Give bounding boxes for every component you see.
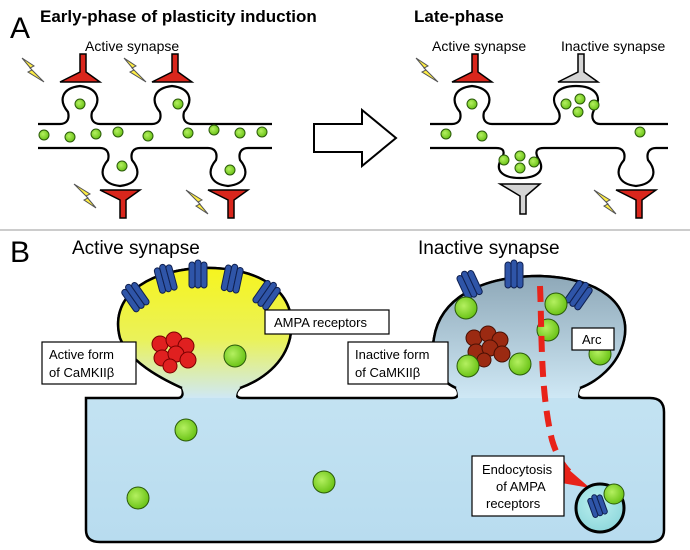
ampa-receptor-icon bbox=[121, 259, 281, 313]
late-phase-title: Late-phase bbox=[414, 7, 504, 26]
phase-transition-arrow bbox=[313, 107, 398, 169]
svg-text:of CaMKIIβ: of CaMKIIβ bbox=[49, 365, 114, 380]
svg-text:AMPA receptors: AMPA receptors bbox=[274, 315, 367, 330]
ampa-receptors-label: AMPA receptors bbox=[264, 309, 390, 335]
early-phase-title: Early-phase of plasticity induction bbox=[40, 7, 317, 26]
svg-text:of AMPA: of AMPA bbox=[496, 479, 546, 494]
arc-label: Arc bbox=[571, 327, 615, 351]
panel-a-letter: A bbox=[10, 12, 30, 45]
late-terminal-active-bottom bbox=[615, 189, 659, 219]
svg-text:receptors: receptors bbox=[486, 496, 541, 511]
late-terminal-inactive-bottom bbox=[497, 183, 543, 215]
early-dendrite bbox=[38, 84, 272, 188]
inactive-camkii-label: Inactive form of CaMKIIβ bbox=[347, 341, 449, 385]
early-green-dots bbox=[38, 98, 268, 176]
early-terminal-top-2 bbox=[151, 53, 195, 83]
camkii-inactive-icon bbox=[465, 325, 511, 368]
early-terminal-bottom-1 bbox=[99, 189, 143, 219]
active-camkii-label: Active form of CaMKIIβ bbox=[41, 341, 137, 385]
ampa-receptor-icon bbox=[587, 494, 608, 518]
camkii-active-icon bbox=[151, 331, 197, 374]
late-terminal-inactive-top bbox=[557, 53, 601, 83]
early-terminal-top-1 bbox=[59, 53, 103, 83]
svg-text:Endocytosis: Endocytosis bbox=[482, 462, 553, 477]
panel-b-letter: B bbox=[10, 236, 30, 269]
bolt-icon bbox=[21, 57, 617, 215]
inactive-synapse-title: Inactive synapse bbox=[418, 238, 560, 259]
endocytosis-label: Endocytosis of AMPA receptors bbox=[471, 455, 565, 517]
svg-text:Active form: Active form bbox=[49, 347, 114, 362]
late-green-dots bbox=[440, 93, 646, 174]
svg-text:Inactive form: Inactive form bbox=[355, 347, 429, 362]
ampa-receptor-icon bbox=[456, 259, 593, 311]
late-inactive-synapse-label: Inactive synapse bbox=[561, 38, 665, 54]
late-dendrite bbox=[430, 84, 668, 188]
active-synapse-title: Active synapse bbox=[72, 238, 200, 259]
svg-text:Arc: Arc bbox=[582, 332, 602, 347]
early-terminal-bottom-2 bbox=[207, 189, 251, 219]
early-active-synapse-label: Active synapse bbox=[85, 38, 179, 54]
late-terminal-active-top bbox=[451, 53, 495, 83]
svg-text:of CaMKIIβ: of CaMKIIβ bbox=[355, 365, 420, 380]
late-active-synapse-label: Active synapse bbox=[432, 38, 526, 54]
